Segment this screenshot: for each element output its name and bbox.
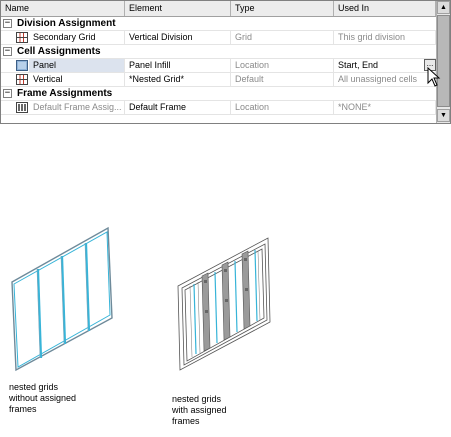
mouse-pointer-icon (427, 67, 441, 87)
row-type[interactable]: Location (231, 59, 334, 72)
group-header-row[interactable]: −Frame Assignments (1, 87, 436, 101)
row-element[interactable]: Default Frame (125, 101, 231, 114)
arrow-down-icon: ▼ (440, 112, 447, 119)
column-header-row: Name Element Type Used In (1, 1, 436, 17)
row-type[interactable]: Location (231, 101, 334, 114)
plain-grid-mullions (36, 242, 91, 359)
row-element[interactable]: Vertical Division (125, 31, 231, 44)
assignments-property-grid: Name Element Type Used In −Division Assi… (0, 0, 451, 124)
column-header-type[interactable]: Type (231, 1, 334, 16)
caption-framed-line-3: frames (172, 416, 200, 426)
group-header-row[interactable]: −Division Assignment (1, 17, 436, 31)
curtain-wall-illustration-plain (11, 226, 113, 372)
row-type[interactable]: Grid (231, 31, 334, 44)
row-type[interactable]: Default (231, 73, 334, 86)
grid-division-icon (16, 74, 28, 85)
row-used-in[interactable]: All unassigned cells (334, 73, 436, 86)
row-used-in[interactable]: *NONE* (334, 101, 436, 114)
group-label: Division Assignment (17, 18, 116, 29)
arrow-up-icon: ▲ (440, 4, 447, 11)
vertical-scrollbar[interactable]: ▲ ▼ (436, 1, 450, 123)
caption-plain-line-3: frames (9, 404, 37, 414)
collapse-toggle-icon[interactable]: − (3, 46, 12, 56)
edit-used-in-button[interactable]: ... (424, 59, 436, 71)
caption-framed-line-1: nested grids (172, 394, 222, 404)
grid-division-icon (16, 32, 28, 43)
collapse-toggle-icon[interactable]: − (3, 18, 12, 28)
scroll-up-button[interactable]: ▲ (437, 1, 450, 14)
caption-framed-line-2: with assigned (172, 405, 227, 415)
caption-framed: nested grids with assigned frames (172, 394, 227, 427)
row-name[interactable]: Panel (29, 59, 125, 72)
group-header-row[interactable]: −Cell Assignments (1, 45, 436, 59)
curtain-wall-illustration-framed (177, 237, 271, 371)
collapse-toggle-icon[interactable]: − (3, 88, 12, 98)
frame-icon (16, 102, 28, 113)
scroll-thumb[interactable] (437, 15, 450, 107)
column-header-element[interactable]: Element (125, 1, 231, 16)
caption-plain-line-1: nested grids (9, 382, 59, 392)
caption-plain: nested grids without assigned frames (9, 382, 76, 415)
row-element[interactable]: *Nested Grid* (125, 73, 231, 86)
row-used-in[interactable]: Start, End (334, 59, 436, 72)
group-label: Cell Assignments (17, 46, 101, 57)
plain-grid-outer (11, 226, 113, 372)
framed-grid-outer (177, 237, 271, 371)
row-element[interactable]: Panel Infill (125, 59, 231, 72)
column-header-name[interactable]: Name (1, 1, 125, 16)
row-used-in[interactable]: This grid division (334, 31, 436, 44)
row-name[interactable]: Vertical (29, 73, 125, 86)
column-header-used-in[interactable]: Used In (334, 1, 436, 16)
row-name[interactable]: Secondary Grid (29, 31, 125, 44)
group-label: Frame Assignments (17, 88, 113, 99)
panel-icon (16, 60, 28, 71)
row-name[interactable]: Default Frame Assig... (29, 101, 125, 114)
scroll-down-button[interactable]: ▼ (437, 109, 450, 122)
caption-plain-line-2: without assigned (9, 393, 77, 403)
